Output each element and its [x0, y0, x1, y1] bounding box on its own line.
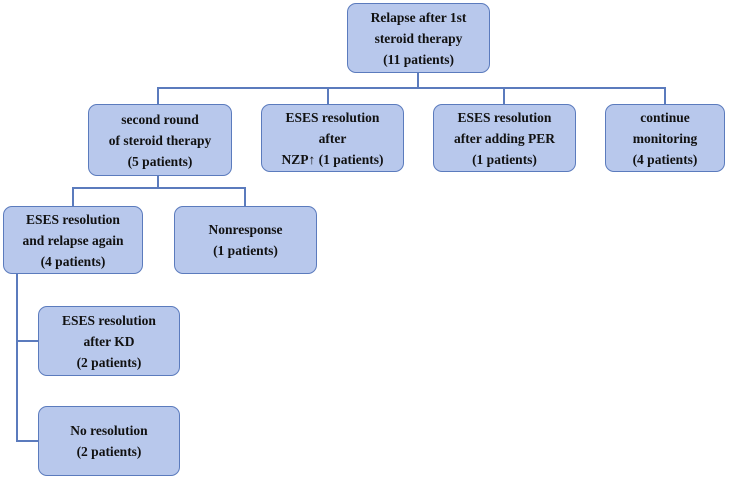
node-line: ESES resolution	[285, 109, 380, 125]
node-line: continue	[640, 109, 690, 125]
node-line: (4 patients)	[40, 253, 106, 269]
node-line: after adding PER	[453, 130, 555, 146]
node-line: (2 patients)	[76, 444, 142, 459]
node-line: (1 patients)	[213, 243, 278, 258]
node-line: and relapse again	[22, 232, 124, 248]
node-line: Nonresponse	[208, 222, 283, 237]
node-line: (4 patients)	[632, 151, 698, 167]
node-continue-monitoring: continue monitoring (4 patients)	[605, 104, 725, 172]
node-relapse-after-1st-steroid: Relapse after 1st steroid therapy (11 pa…	[347, 3, 490, 73]
node-line: ESES resolution	[62, 312, 156, 328]
node-second-round-steroid: second round of steroid therapy (5 patie…	[88, 104, 232, 176]
node-eses-resolution-per: ESES resolution after adding PER (1 pati…	[433, 104, 576, 172]
node-line: of steroid therapy	[108, 132, 212, 148]
node-line: after KD	[83, 333, 135, 349]
node-line: (5 patients)	[127, 153, 193, 169]
node-line: ESES resolution	[26, 211, 120, 227]
node-line: (1 patients)	[472, 151, 537, 167]
node-line: ESES resolution	[457, 109, 552, 125]
node-eses-resolution-nzp: ESES resolution after NZP↑ (1 patients)	[261, 104, 404, 172]
node-eses-resolution-kd: ESES resolution after KD (2 patients)	[38, 306, 180, 376]
node-line: steroid therapy	[374, 30, 463, 46]
node-line: NZP↑ (1 patients)	[281, 151, 384, 167]
node-line: Relapse after 1st	[370, 9, 467, 25]
node-line: second round	[121, 111, 199, 127]
node-line: after	[318, 130, 347, 146]
node-eses-resolution-relapse-again: ESES resolution and relapse again (4 pat…	[3, 206, 143, 274]
node-line: (11 patients)	[383, 51, 454, 67]
node-no-resolution: No resolution (2 patients)	[38, 406, 180, 476]
node-line: monitoring	[632, 130, 698, 146]
node-line: No resolution	[70, 423, 148, 438]
node-line: (2 patients)	[76, 354, 142, 370]
node-nonresponse: Nonresponse (1 patients)	[174, 206, 317, 274]
